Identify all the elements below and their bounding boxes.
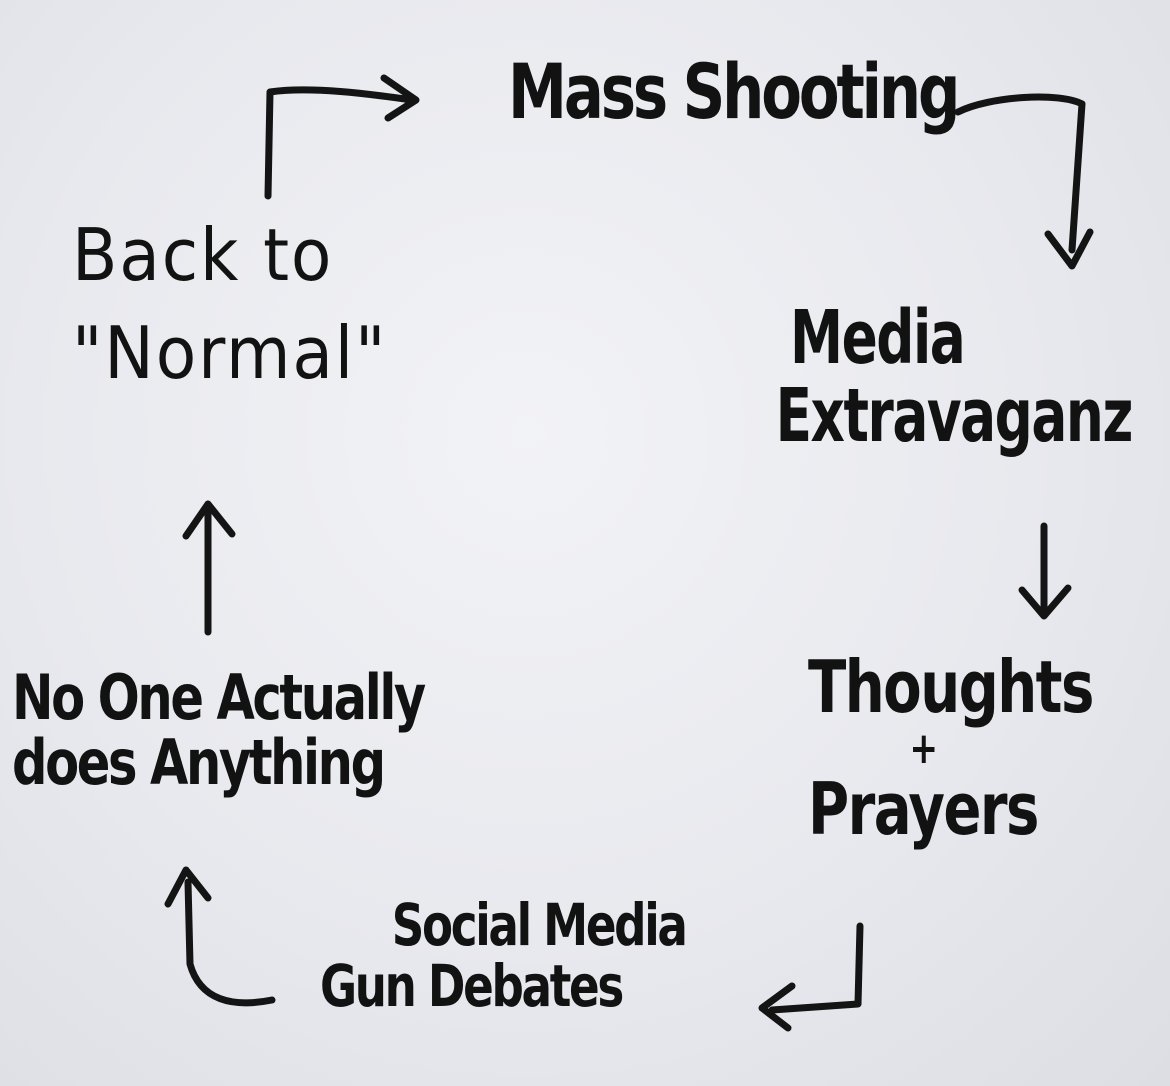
node-mass-shooting: Mass Shooting — [508, 47, 960, 136]
node-thoughts-line1: Thoughts — [808, 645, 1094, 729]
node-back-line2: "Normal" — [72, 310, 388, 395]
node-back-to-normal: Back to "Normal" — [72, 213, 388, 395]
arrow-prayers-to-social — [758, 922, 864, 1032]
node-mass-shooting-label: Mass Shooting — [508, 47, 960, 136]
node-media-line1: Media — [790, 295, 966, 381]
node-social-line2: Gun Debates — [320, 951, 624, 1020]
node-media-line2: Extravaganz — [775, 372, 1134, 459]
node-social-line1: Social Media — [391, 891, 688, 959]
arrow-back-to-shooting — [264, 74, 420, 200]
node-noone-line1: No One Actually — [12, 661, 426, 734]
node-thoughts-prayers: Thoughts + Prayers — [808, 645, 1094, 851]
node-thoughts-line2: Prayers — [808, 766, 1039, 851]
arrow-shooting-to-media — [954, 93, 1094, 270]
node-back-line1: Back to — [72, 213, 334, 297]
arrow-social-to-noone — [164, 866, 276, 1007]
arrow-media-to-thoughts — [1018, 522, 1072, 620]
node-media-extravaganza: Media Extravaganz — [776, 295, 1134, 455]
node-noone-line2: does Anything — [12, 726, 386, 800]
node-thoughts-amp: + — [909, 722, 938, 774]
arrow-noone-to-back — [182, 500, 236, 636]
node-social-media-gun-debates: Social Media Gun Debates — [320, 891, 688, 1020]
node-no-one-does-anything: No One Actually does Anything — [12, 661, 426, 800]
